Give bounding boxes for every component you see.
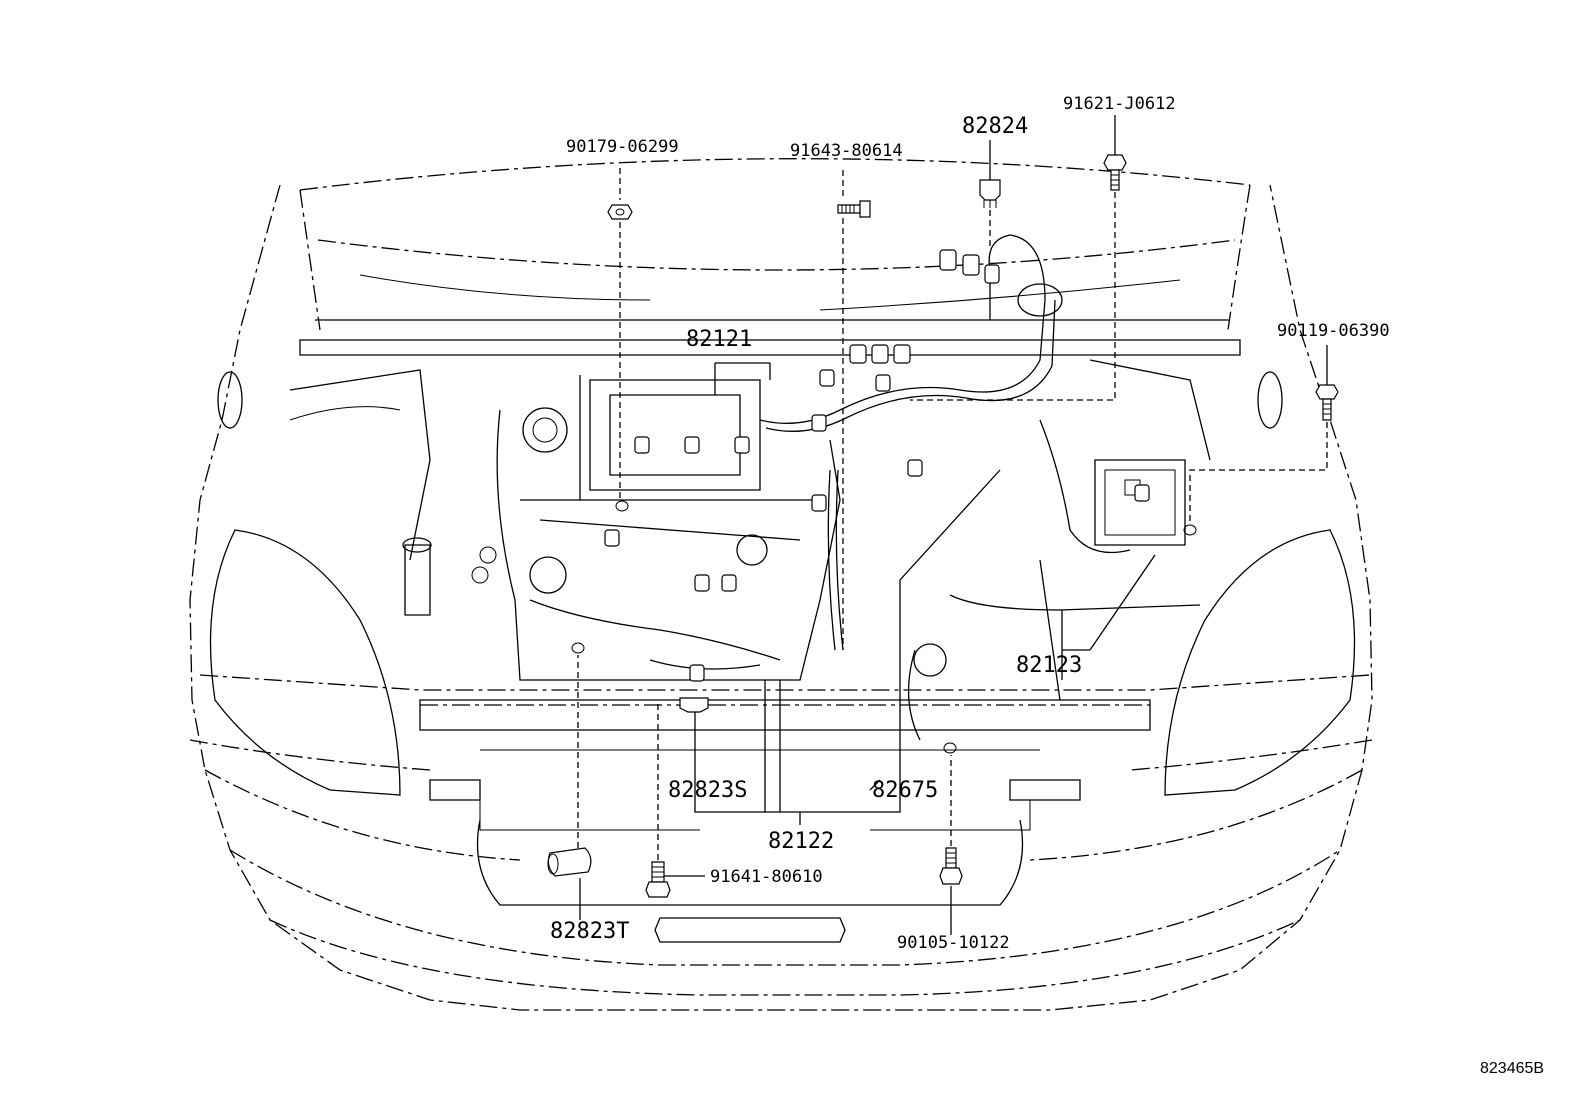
bolt-90105-icon <box>939 847 963 885</box>
cowl-panel <box>299 274 1241 356</box>
part-labels: 90179-06299 91643-80614 82824 91621-J061… <box>550 94 1390 953</box>
canister-icon <box>529 556 567 594</box>
label-91643-80614: 91643-80614 <box>790 141 903 161</box>
label-82823T: 82823T <box>550 919 629 944</box>
label-82123: 82123 <box>1016 653 1082 678</box>
bolt-90119-icon <box>1315 384 1339 421</box>
boot-82823T-icon <box>547 847 592 877</box>
engine-assembly <box>289 359 1211 943</box>
figure-code: 823465B <box>1480 1060 1544 1077</box>
bolt-91621-icon <box>1103 154 1127 191</box>
clip-82824-icon <box>979 179 1001 208</box>
leader-lines <box>577 115 1328 935</box>
battery-icon <box>1094 459 1186 546</box>
grommet-icon <box>1017 283 1063 317</box>
right-mirror-icon <box>1257 371 1283 429</box>
label-82824: 82824 <box>962 114 1028 139</box>
label-91621-J0612: 91621-J0612 <box>1063 94 1176 114</box>
label-90179-06299: 90179-06299 <box>566 137 679 157</box>
bolt-91641-icon <box>645 861 671 898</box>
label-90105-10122: 90105-10122 <box>897 933 1010 953</box>
label-90119-06390: 90119-06390 <box>1277 321 1390 341</box>
label-91641-80610: 91641-80610 <box>710 867 823 887</box>
label-82121: 82121 <box>686 327 752 352</box>
label-82675: 82675 <box>872 778 938 803</box>
fastener-icons <box>547 154 1339 898</box>
wiring-harness <box>529 234 1201 741</box>
label-82823S: 82823S <box>668 778 747 803</box>
left-mirror-icon <box>217 371 243 429</box>
bolt-91643-icon <box>837 200 871 218</box>
vehicle-body-outline <box>189 158 1373 1011</box>
connector-icons <box>604 249 1150 682</box>
clip-82823S-icon <box>679 697 709 713</box>
nut-90179-icon <box>607 204 633 220</box>
grille-slot <box>654 917 846 943</box>
oil-cap-icon <box>522 407 568 453</box>
label-82122: 82122 <box>768 829 834 854</box>
headlights <box>209 371 1356 796</box>
